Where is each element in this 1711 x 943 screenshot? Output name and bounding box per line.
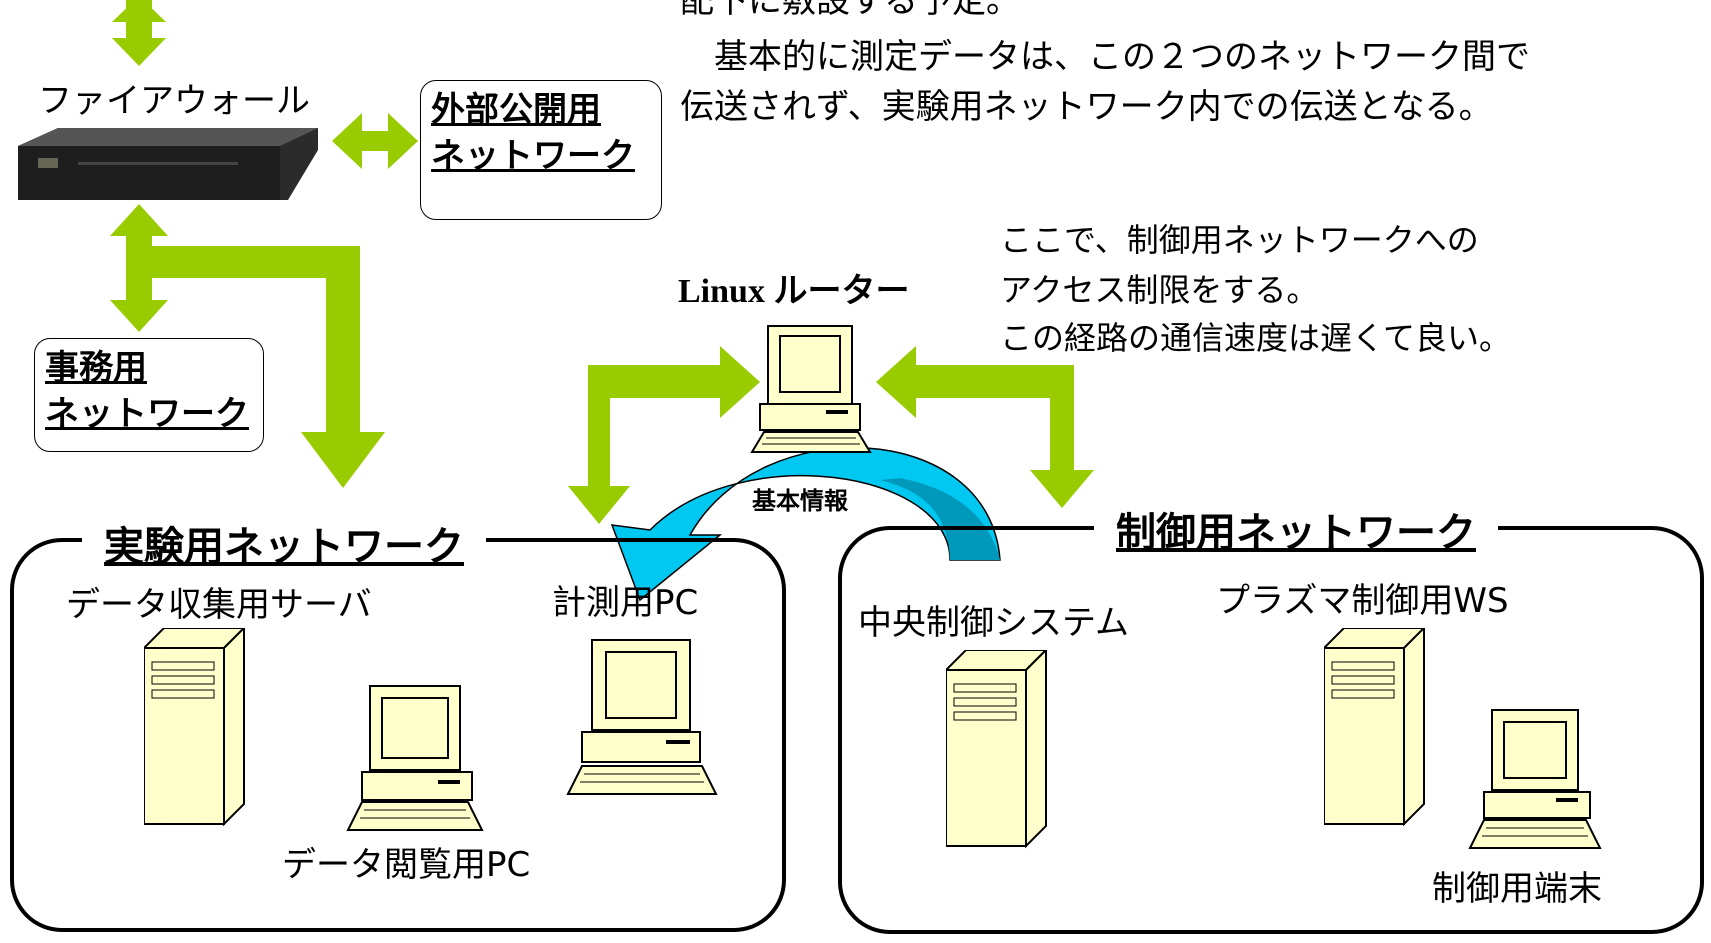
viewer-pc-label: データ閲覧用PC [282,845,531,885]
top-note-line0: 配下に敷設する予定。 [680,0,1020,21]
router-pc-icon [750,325,872,453]
measure-pc-icon [566,639,718,795]
control-terminal-icon [1468,709,1602,849]
firewall-external-arrow [332,113,418,169]
firewall-uplink-arrow-head [112,0,166,22]
experiment-network-title: 実験用ネットワーク [82,514,486,572]
router-label: Linux ルーター [678,273,910,310]
firewall-office-arrow [110,204,168,332]
control-network-title: 制御用ネットワーク [1094,500,1498,558]
office-network-box: 事務用 ネットワーク [34,338,264,452]
firewall-experiment-arrow [150,246,385,488]
external-network-label-1: 外部公開用 [431,90,601,130]
firewall-uplink-arrow [112,0,166,66]
plasma-ws-label: プラズマ制御用WS [1216,581,1509,621]
router-note-2: アクセス制限をする。 [1000,271,1319,309]
office-network-label-1: 事務用 [45,348,147,388]
router-control-arrow [876,346,1094,508]
firewall-device [18,128,318,200]
office-network-label-2: ネットワーク [45,394,249,434]
basic-info-label: 基本情報 [752,487,848,515]
central-control-server-icon [946,650,1048,849]
data-server-icon [144,628,246,827]
control-terminal-label: 制御用端末 [1432,869,1602,909]
plasma-ws-server-icon [1324,628,1426,827]
viewer-pc-icon [346,685,484,831]
top-note-line2: 伝送されず、実験用ネットワーク内での伝送となる。 [680,87,1493,127]
router-note-1: ここで、制御用ネットワークへの [1000,221,1479,259]
central-control-label: 中央制御システム [858,603,1129,643]
firewall-label: ファイアウォール [38,81,310,121]
router-note-3: この経路の通信速度は遅くて良い。 [1000,319,1512,357]
data-server-label: データ収集用サーバ [66,585,372,625]
router-experiment-arrow [568,346,760,524]
top-note-line1: 基本的に測定データは、この２つのネットワーク間で [714,37,1530,77]
external-network-box: 外部公開用 ネットワーク [420,80,662,220]
external-network-label-2: ネットワーク [431,136,635,176]
measure-pc-label: 計測用PC [552,583,699,623]
